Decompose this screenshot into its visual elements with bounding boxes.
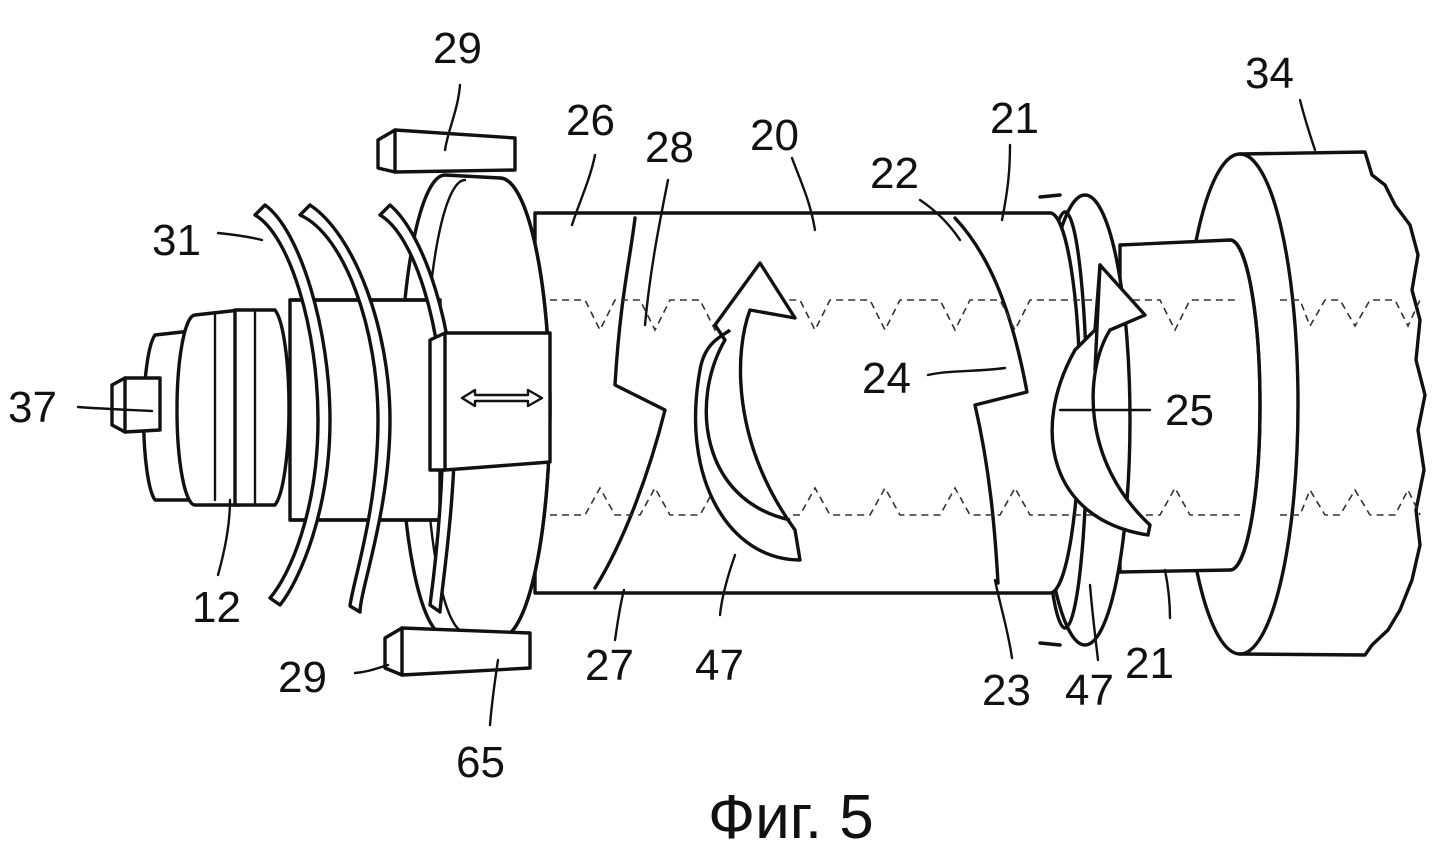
label-24: 24 — [862, 354, 911, 403]
leader-lines — [76, 83, 1317, 727]
hub-12 — [141, 308, 291, 507]
rotation-arrow-47-right — [1050, 263, 1152, 537]
tab-29-bottom — [383, 626, 532, 677]
label-22: 22 — [870, 149, 919, 198]
label-65: 65 — [456, 738, 505, 787]
label-25: 25 — [1165, 386, 1214, 435]
rotation-arrow-47-left — [693, 261, 802, 562]
label-20: 20 — [750, 111, 799, 160]
label-27: 27 — [585, 641, 634, 690]
label-29-top: 29 — [433, 24, 482, 73]
reference-labels: 29 26 28 20 21 22 34 31 37 24 25 12 29 6… — [8, 24, 1294, 787]
pin-37 — [110, 376, 162, 434]
shaft-21 — [1118, 238, 1262, 574]
spring-31 — [253, 203, 457, 614]
label-12: 12 — [192, 583, 241, 632]
figure-caption: Фиг. 5 — [708, 783, 874, 852]
label-26: 26 — [566, 96, 615, 145]
label-23: 23 — [982, 666, 1031, 715]
label-31: 31 — [152, 216, 201, 265]
label-47-left: 47 — [695, 641, 744, 690]
tab-29-top — [376, 128, 517, 174]
label-28: 28 — [645, 123, 694, 172]
label-47-right: 47 — [1065, 666, 1114, 715]
label-34: 34 — [1245, 49, 1294, 98]
label-21-bottom: 21 — [1125, 639, 1174, 688]
label-21-top: 21 — [990, 94, 1039, 143]
label-29-bottom: 29 — [278, 653, 327, 702]
slider-block-65 — [428, 331, 552, 472]
label-37: 37 — [8, 383, 57, 432]
